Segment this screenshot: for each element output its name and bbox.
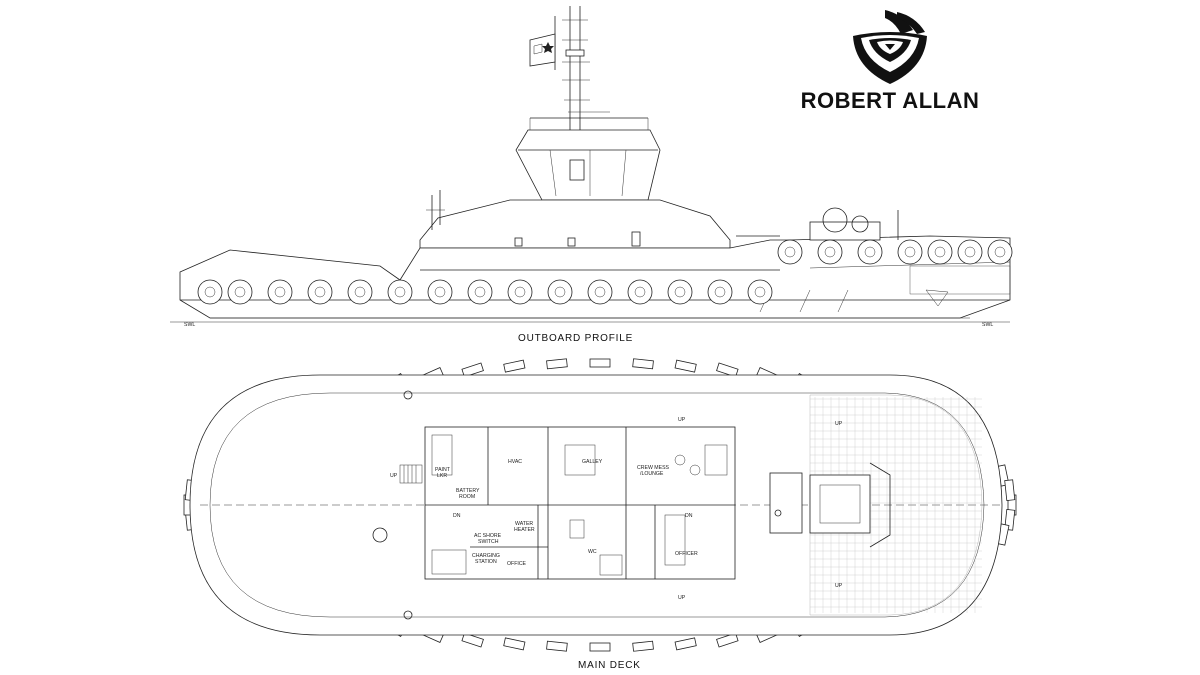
fender-tire [587,279,613,305]
swl-right-label: SWL [982,322,993,328]
deck-fender-segment [1004,479,1016,501]
fender-tire [307,279,333,305]
deck-fender-segment [461,362,484,378]
stair-up-label-3: UP [678,595,686,601]
hull [170,235,1011,323]
fender-tire [227,279,253,305]
fender-tire [707,279,733,305]
outboard-profile-caption: OUTBOARD PROFILE [518,333,634,344]
deck-fender-segment [716,632,739,648]
deck-bulwark [209,392,985,618]
wheelhouse [515,117,661,201]
label-charging-station: CHARGING [472,553,500,559]
label-ac-shore: AC SHORE [474,533,502,539]
flag-icon [529,33,556,67]
winch-footprint [769,462,891,548]
label-galley: GALLEY [582,459,603,465]
deck-fender-segment [461,632,484,648]
fender-tire [387,279,413,305]
bollard-icon-2 [403,610,413,620]
stair-dn-label-1: DN [453,513,461,519]
fender-tire [747,279,773,305]
robert-allan-logo-mark [853,10,927,84]
outboard-profile-drawing: SWL SWL [170,6,1013,328]
label-office: OFFICE [507,561,527,567]
aft-deck-grating [809,394,983,616]
stair-dn-label-2: DN [685,513,693,519]
stair-up-label-4: UP [835,421,843,427]
stair-up-label-5: UP [835,583,843,589]
label-crew-mess: CREW MESS [637,465,670,471]
deck-fender-segment [632,358,654,370]
brand-name: ROBERT ALLAN [800,88,980,113]
deck-fender-segment [503,637,526,651]
bollard-icon-1 [403,390,413,400]
fender-tire [197,279,223,305]
fender-tire [897,239,923,265]
mast [554,6,610,132]
deck-fender-segment [632,640,654,652]
deck-fender-segment [674,359,697,373]
label-wc: WC [588,549,597,555]
fender-tire [467,279,493,305]
fender-tire [667,279,693,305]
fender-tire [957,239,983,265]
label-paint-lkr-2: LKR [437,473,447,479]
fender-tire [777,239,803,265]
superstructure [419,190,731,249]
fender-tire [507,279,533,305]
deck-fender-segment [716,362,739,378]
deck-fender-segment [589,358,611,368]
deck-fender-segment [674,637,697,651]
main-deck-plan: PAINT LKR BATTERY ROOM HVAC GALLEY CREW … [183,358,1017,652]
fender-tire [987,239,1013,265]
label-water-heater: WATER [515,521,533,527]
deck-fender-segment [546,640,568,652]
label-charging-station-2: STATION [475,559,497,565]
fender-tire [627,279,653,305]
label-officer: OFFICER [675,551,698,557]
deck-fender-segment [546,358,568,370]
fender-tire [347,279,373,305]
label-paint-lkr: PAINT [435,467,451,473]
label-battery-room: BATTERY [456,488,480,494]
stair-up-label-1: UP [390,473,398,479]
fender-tire [547,279,573,305]
stair-port [399,464,423,484]
label-hvac: HVAC [508,459,522,465]
fender-tire [857,239,883,265]
fender-tires [197,239,1013,305]
fender-tire [927,239,953,265]
deck-fender-segment [503,359,526,373]
label-ac-shore-2: SWITCH [478,539,499,545]
fender-tire [817,239,843,265]
capstan-icon [372,527,388,543]
label-battery-room-2: ROOM [459,494,475,500]
deck-fender-segment [589,642,611,652]
label-crew-mess-2: /LOUNGE [640,471,664,477]
fender-tire [427,279,453,305]
swl-left-label: SWL [184,322,195,328]
main-deck-caption: MAIN DECK [578,660,641,671]
towing-winch [736,207,899,241]
fender-tire [267,279,293,305]
deckhouse [424,426,736,580]
label-water-heater-2: HEATER [514,527,535,533]
stair-up-label-2: UP [678,417,686,423]
